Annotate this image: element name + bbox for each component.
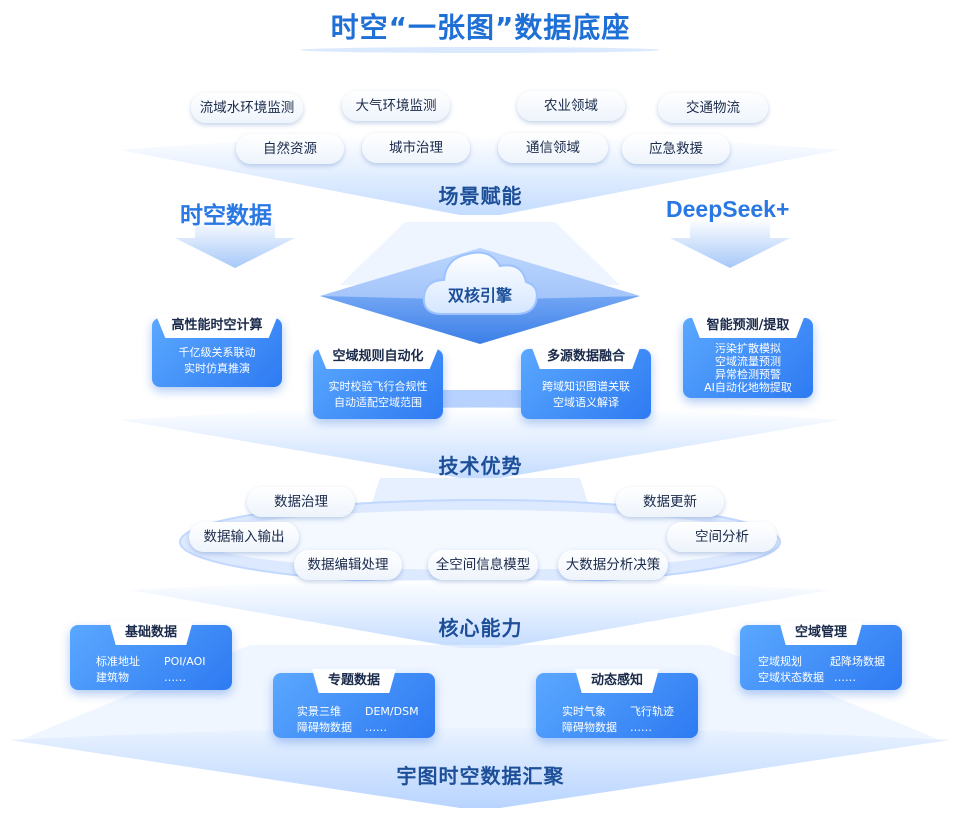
card-line: 实时校验飞行合规性 [328, 380, 428, 393]
card-title: 动态感知 [574, 669, 660, 693]
card-item: 障碍物数据 [297, 721, 352, 734]
scenario-pill: 应急救援 [622, 134, 730, 164]
scenario-pill: 城市治理 [362, 133, 470, 163]
card-line: 污染扩散模拟 [715, 342, 781, 355]
card-line: 实时仿真推演 [184, 362, 250, 375]
scenario-pill: 农业领域 [517, 91, 625, 121]
right-title: DeepSeek+ [666, 196, 790, 222]
card-line: 自动适配空域范围 [334, 396, 422, 409]
card-item: POI/AOI [164, 655, 206, 668]
card-title: 专题数据 [311, 669, 397, 693]
engine-card: 高性能时空计算 千亿级关系联动 实时仿真推演 [152, 314, 282, 387]
card-item: …… [365, 721, 387, 734]
scenario-pill: 通信领域 [498, 133, 608, 163]
card-title: 高性能时空计算 [155, 314, 279, 338]
card-item: …… [834, 671, 856, 684]
tech-pill: 大数据分析决策 [558, 550, 668, 580]
card-item: 标准地址 [96, 655, 140, 668]
card-line: AI自动化地物提取 [704, 381, 792, 394]
card-item: …… [164, 671, 186, 684]
tech-pill: 数据输入输出 [189, 522, 299, 552]
card-item: 实景三维 [297, 705, 341, 718]
tech-pill: 数据编辑处理 [294, 550, 402, 580]
tech-pill: 空间分析 [667, 522, 777, 552]
card-item: 障碍物数据 [562, 721, 617, 734]
card-item: 空域规划 [758, 655, 802, 668]
card-item: 起降场数据 [830, 655, 885, 668]
cloud-icon [422, 251, 538, 315]
engine-card: 多源数据融合 跨域知识图谱关联 空域语义解译 [521, 345, 651, 419]
card-line: 空域流量预测 [715, 355, 781, 368]
scenario-pill: 流域水环境监测 [191, 93, 303, 123]
page-title: 时空“一张图”数据底座 [330, 11, 631, 44]
card-title: 多源数据融合 [530, 345, 642, 369]
tech-label: 技术优势 [438, 454, 523, 478]
card-line: 异常检测预警 [715, 368, 781, 381]
card-line: 千亿级关系联动 [178, 346, 256, 359]
card-line: 空域语义解译 [553, 396, 619, 409]
card-item: 飞行轨迹 [630, 705, 674, 718]
card-line: 跨域知识图谱关联 [542, 380, 630, 393]
card-item: DEM/DSM [365, 705, 419, 718]
scenario-pill: 自然资源 [236, 134, 344, 164]
core-label: 核心能力 [438, 616, 523, 640]
scenario-pill: 交通物流 [658, 93, 768, 123]
scenario-label: 场景赋能 [438, 184, 523, 208]
scenario-pill: 大气环境监测 [342, 91, 450, 121]
tech-pill: 数据更新 [616, 487, 724, 517]
left-title: 时空数据 [180, 203, 272, 229]
card-item: 建筑物 [96, 671, 129, 684]
card-title: 基础数据 [108, 621, 194, 645]
card-title: 空域规则自动化 [316, 345, 440, 369]
card-item: 空域状态数据 [758, 671, 824, 684]
tech-pill: 全空间信息模型 [428, 550, 538, 580]
card-item: …… [630, 721, 652, 734]
card-item: 实时气象 [562, 705, 606, 718]
tech-pill: 数据治理 [247, 487, 355, 517]
card-title: 空域管理 [778, 621, 864, 645]
core-card: 空域管理 空域规划 起降场数据 空域状态数据 …… [740, 621, 902, 690]
core-card: 专题数据 实景三维 DEM/DSM 障碍物数据 …… [273, 669, 435, 738]
bottom-label: 宇图时空数据汇聚 [396, 764, 565, 788]
engine-label: 双核引擎 [447, 286, 512, 305]
core-card: 基础数据 标准地址 POI/AOI 建筑物 …… [70, 621, 232, 690]
core-card: 动态感知 实时气象 飞行轨迹 障碍物数据 …… [536, 669, 698, 738]
card-title: 智能预测/提取 [690, 314, 806, 338]
engine-card: 智能预测/提取 污染扩散模拟 空域流量预测 异常检测预警 AI自动化地物提取 [683, 314, 813, 398]
engine-card: 空域规则自动化 实时校验飞行合规性 自动适配空域范围 [313, 345, 443, 419]
